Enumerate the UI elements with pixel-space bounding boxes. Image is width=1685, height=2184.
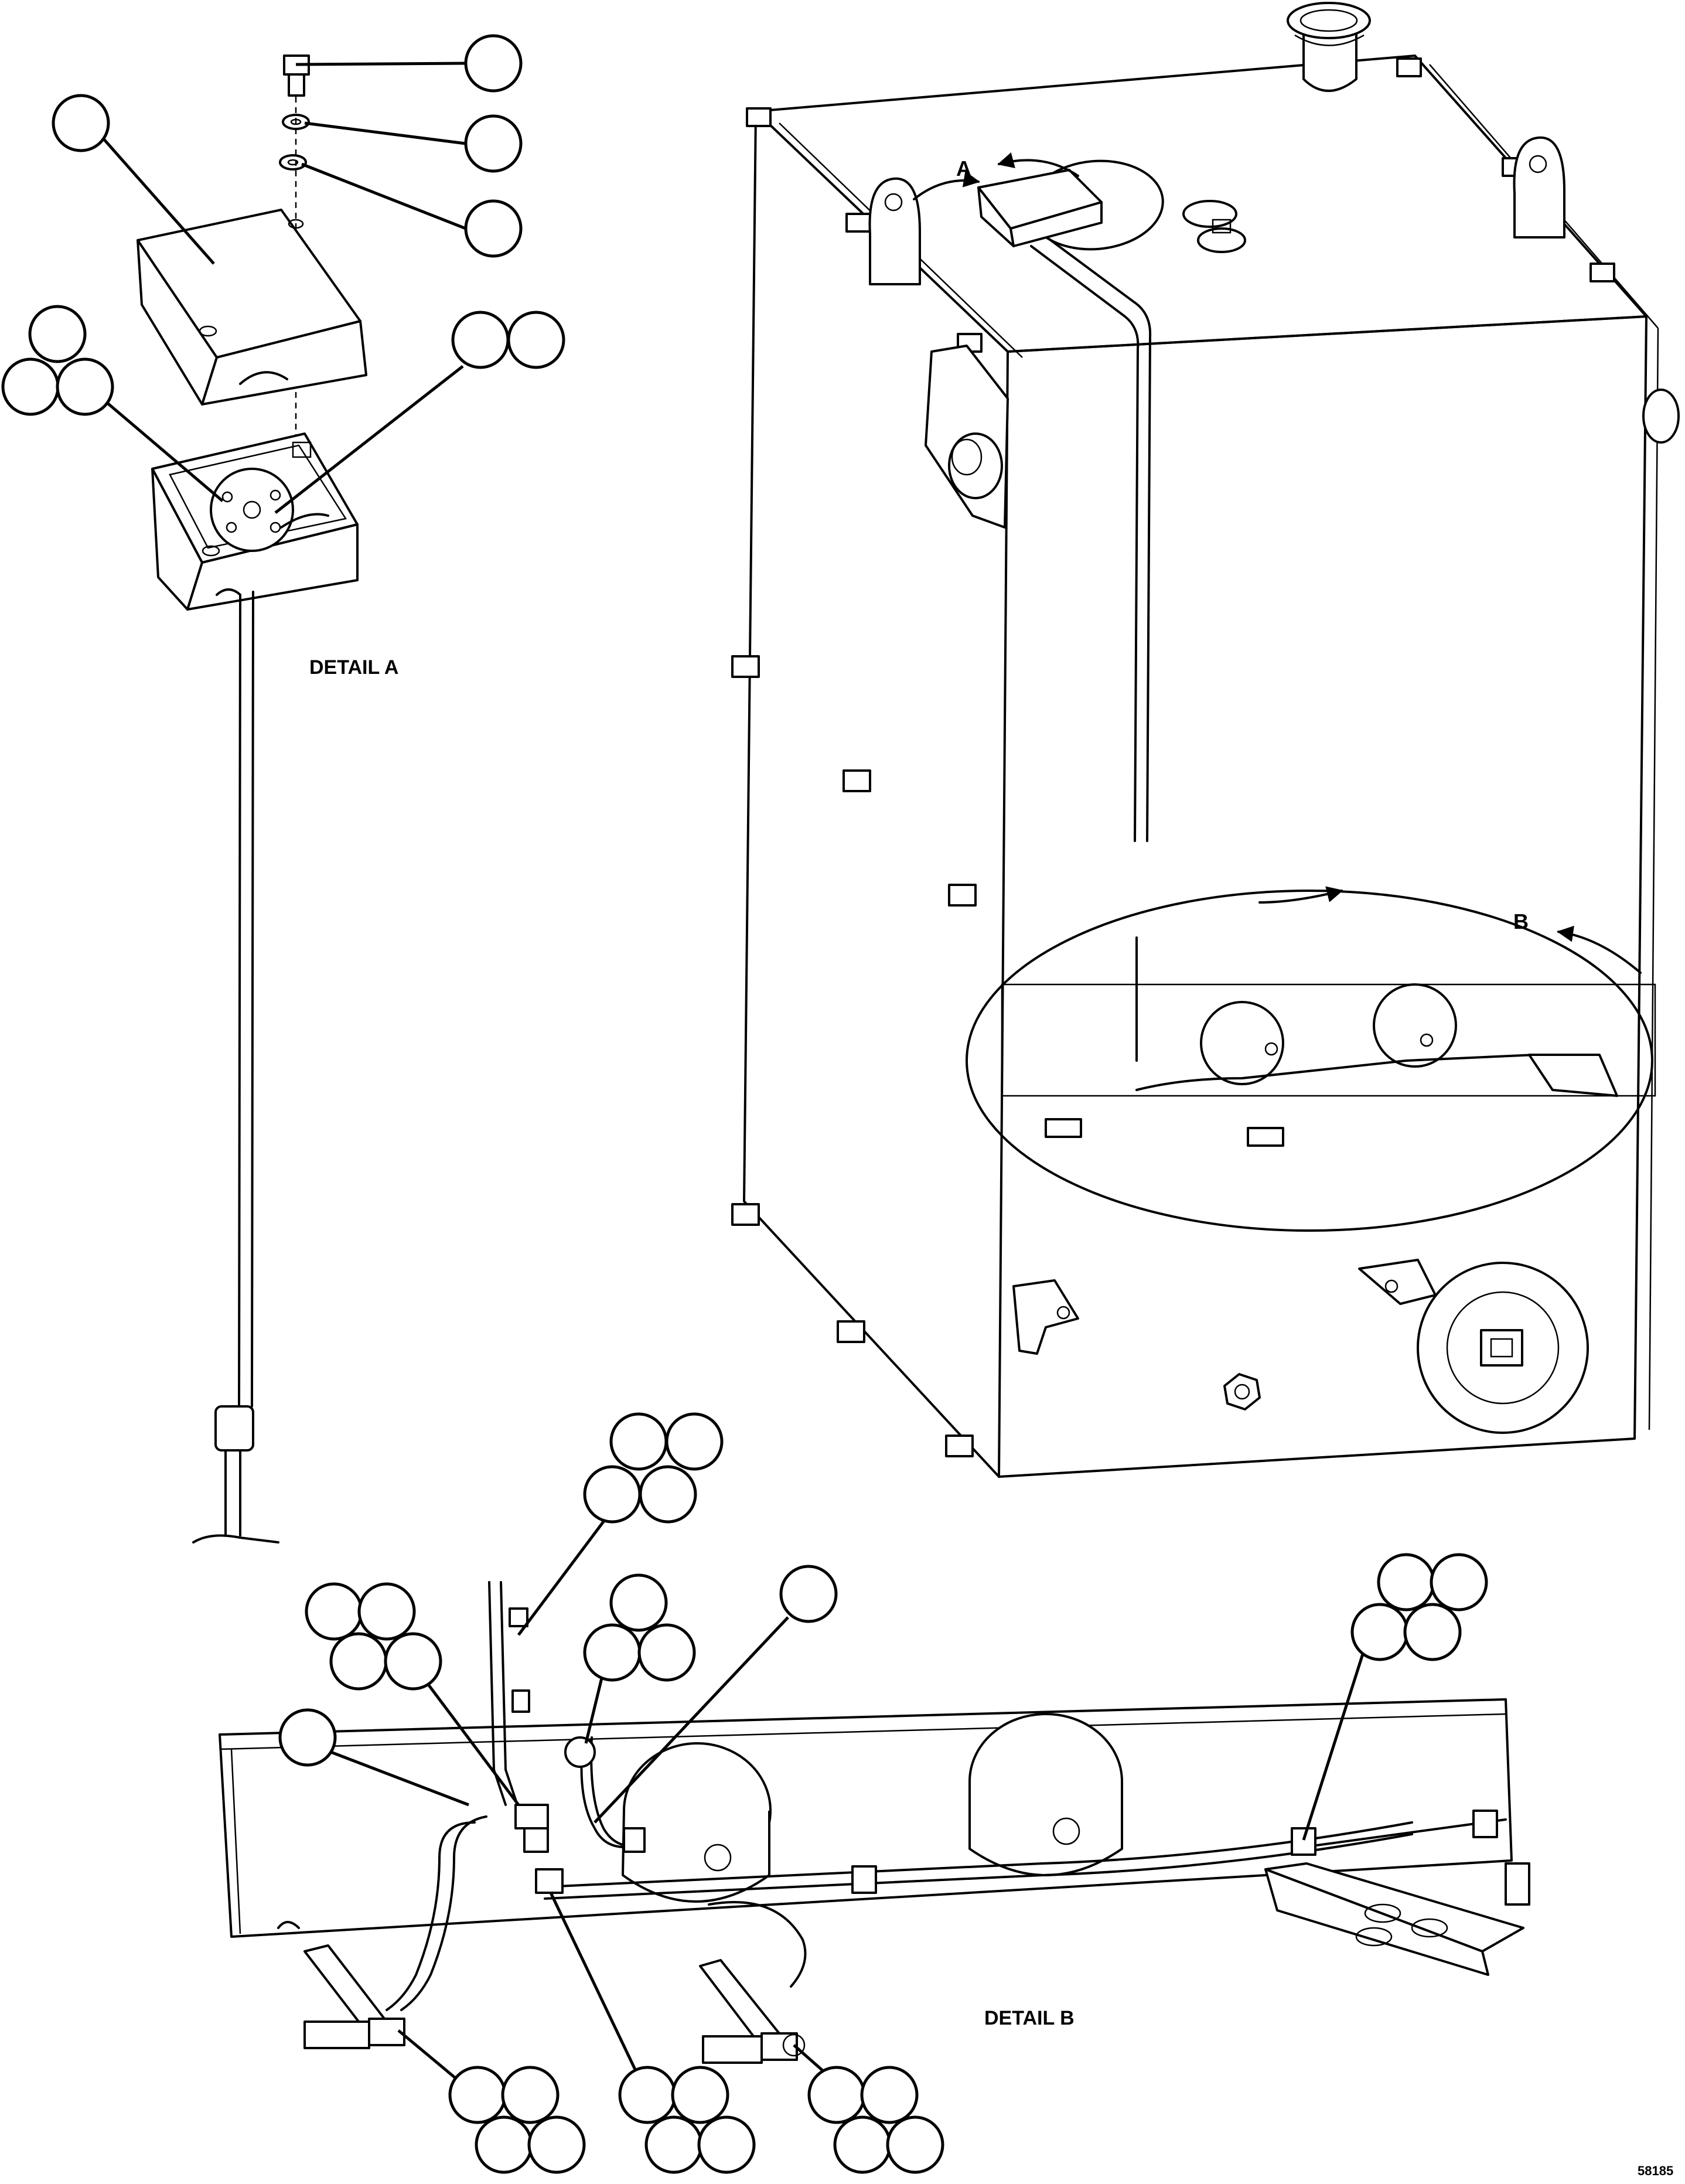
sender-cover (137, 209, 367, 406)
washer-lower (279, 154, 307, 171)
canister-left (622, 1742, 772, 1903)
detail-b-callout: B (966, 886, 1656, 1232)
sender-tube (192, 591, 279, 1544)
bolt (283, 54, 310, 97)
detail-b-view: DETAIL B (219, 1581, 1530, 2064)
detail-a-label: DETAIL A (309, 656, 398, 679)
canister-right (968, 1713, 1123, 1876)
fuel-tank: A B (731, 2, 1680, 1478)
detail-a-callout: A (913, 152, 1164, 251)
filler-neck (1287, 2, 1371, 92)
detail-b-label: DETAIL B (984, 2007, 1075, 2029)
callout-balloons (1, 34, 1488, 2174)
view-a-label: A (956, 156, 971, 180)
figure-number: 58185 (1638, 2163, 1673, 2178)
sender-base (151, 432, 359, 611)
view-b-label: B (1513, 909, 1529, 933)
detail-a-view: DETAIL A (137, 54, 398, 1544)
